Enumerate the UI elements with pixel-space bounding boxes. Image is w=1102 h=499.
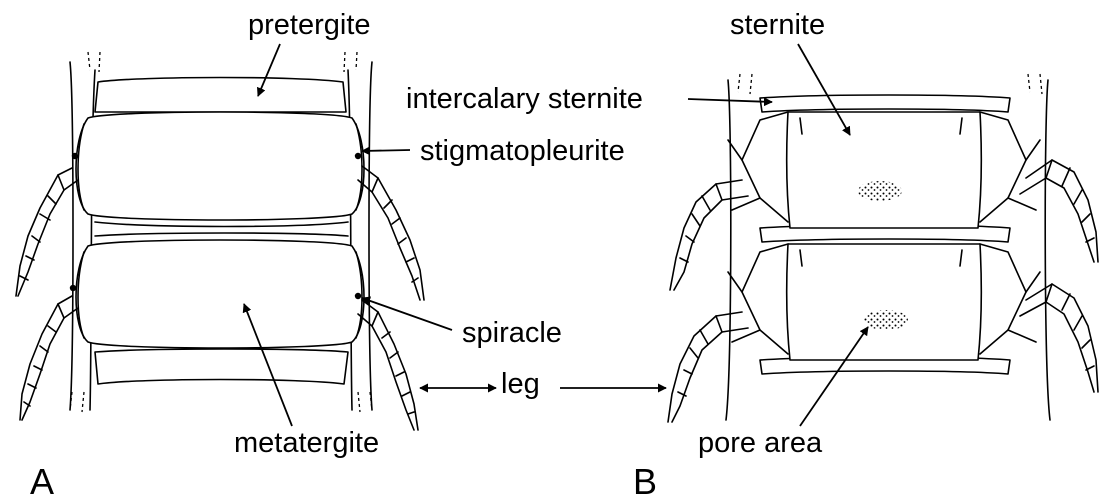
panel-label-a: A [30,461,54,499]
label-intercalary-sternite: intercalary sternite [406,83,643,115]
panel-label-b: B [633,461,657,499]
metatergite-plate-lower [76,240,364,348]
label-leg: leg [501,368,540,400]
panel-b-drawing [668,74,1098,422]
pore-area-lower [864,310,908,330]
pore-area-upper [858,181,902,201]
intercalary-sternite-plate [760,95,1010,112]
pretergite-plate [95,78,346,113]
label-pretergite: pretergite [248,9,371,41]
label-stigmatopleurite: stigmatopleurite [420,135,625,167]
label-spiracle: spiracle [462,317,562,349]
sternite-plate-upper [787,112,982,228]
metatergite-plate-upper [76,112,364,220]
label-metatergite: metatergite [234,427,379,459]
panel-a-drawing [16,52,424,430]
label-pore-area: pore area [698,427,823,459]
sternite-plate-lower [787,244,982,360]
label-sternite: sternite [730,9,825,41]
